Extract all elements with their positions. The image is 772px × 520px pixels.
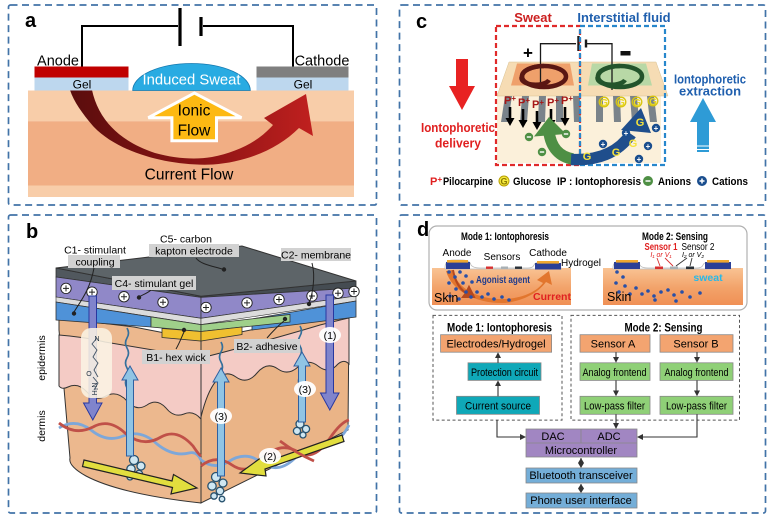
svg-text:coupling: coupling [75,257,114,269]
svg-text:extraction: extraction [679,85,741,99]
svg-text:Gel: Gel [73,78,92,92]
svg-text:Iontophoretic: Iontophoretic [674,73,746,87]
svg-text:G: G [649,97,657,108]
svg-text:Skin: Skin [607,290,631,304]
svg-text:Analog frontend: Analog frontend [583,367,647,379]
svg-text:b: b [26,221,38,243]
svg-text:Cations: Cations [712,176,748,188]
svg-text:DAC: DAC [541,431,564,443]
svg-text:Current Flow: Current Flow [145,167,235,184]
svg-text:G: G [600,98,608,109]
svg-text:(3): (3) [215,411,228,423]
svg-text:Mode 1: Iontophoresis: Mode 1: Iontophoresis [447,323,552,335]
svg-text:Interstitial fluid: Interstitial fluid [577,10,670,25]
svg-text:kapton electrode: kapton electrode [155,246,233,258]
svg-text:Sensor 2: Sensor 2 [682,242,715,253]
svg-text:Sweat: Sweat [514,10,552,25]
svg-text:Agonist agent: Agonist agent [476,275,531,286]
svg-text:ADC: ADC [597,431,620,443]
svg-text:O: O [86,371,92,378]
svg-text:(2): (2) [264,451,277,463]
svg-text:Glucose: Glucose [513,176,551,188]
svg-text:+: + [637,155,642,164]
svg-text:Mode 1: Iontophoresis: Mode 1: Iontophoresis [461,231,549,243]
svg-text:Bluetooth transceiver: Bluetooth transceiver [529,470,633,482]
svg-text:delivery: delivery [435,137,481,151]
svg-text:Cathode: Cathode [295,54,350,70]
svg-text:C5- carbon: C5- carbon [160,234,212,246]
svg-text:H₂N: H₂N [92,383,99,396]
svg-text:(1): (1) [324,330,337,342]
svg-text:B1- hex wick: B1- hex wick [146,352,206,364]
svg-text:+: + [654,124,659,133]
svg-text:C4- stimulant gel: C4- stimulant gel [115,278,194,290]
svg-text:epidermis: epidermis [36,335,48,381]
svg-text:G: G [629,138,638,150]
svg-text:Electrodes/Hydrogel: Electrodes/Hydrogel [446,339,545,351]
svg-text:N: N [94,336,99,343]
svg-text:Mode 2: Sensing: Mode 2: Sensing [642,231,708,243]
svg-text:Current: Current [533,291,571,303]
svg-text:Microcontroller: Microcontroller [545,445,617,457]
svg-text:Hydrogel: Hydrogel [561,258,601,269]
svg-text:G: G [500,177,507,187]
svg-text:B2- adhesive: B2- adhesive [236,341,297,353]
svg-text:G: G [636,117,645,129]
svg-text:C2- membrane: C2- membrane [281,250,351,262]
svg-text:+: + [523,44,533,63]
svg-text:Analog frontend: Analog frontend [665,367,729,379]
svg-text:+: + [624,129,629,138]
svg-text:Sensor A: Sensor A [591,339,636,351]
svg-text:Gel: Gel [294,78,313,92]
svg-text:P+: P+ [430,174,442,188]
svg-text:Low-pass filter: Low-pass filter [584,401,645,413]
svg-text:Flow: Flow [178,123,212,140]
svg-text:c: c [416,11,427,33]
svg-text:+: + [601,140,606,149]
svg-text:Mode 2: Sensing: Mode 2: Sensing [625,323,703,335]
svg-text:Cathode: Cathode [529,248,567,259]
svg-text:I₁ or V₁: I₁ or V₁ [650,252,672,259]
svg-text:Ionic: Ionic [178,103,211,120]
svg-text:G: G [633,98,641,109]
svg-text:d: d [417,219,429,241]
svg-text:Skin: Skin [434,291,458,305]
svg-text:Low-pass filter: Low-pass filter [666,401,727,413]
svg-text:I₂ or V₂: I₂ or V₂ [682,252,704,259]
svg-text:Induced Sweat: Induced Sweat [143,72,242,89]
svg-text:Phone user interface: Phone user interface [530,495,632,507]
svg-text:Protection circuit: Protection circuit [471,367,538,379]
svg-text:Anions: Anions [658,176,691,188]
svg-text:Pilocarpine: Pilocarpine [443,176,493,188]
svg-text:(3): (3) [299,384,312,396]
svg-text:+: + [646,142,651,151]
svg-text:Iontophoretic: Iontophoretic [421,121,495,135]
svg-text:Sensor 1: Sensor 1 [645,242,678,253]
svg-text:Current source: Current source [465,401,531,413]
svg-text:IP : Iontophoresis: IP : Iontophoresis [557,176,641,188]
svg-text:dermis: dermis [36,410,48,442]
svg-text:Anode: Anode [443,248,472,259]
svg-text:G: G [583,151,592,163]
svg-text:Sensors: Sensors [484,252,521,263]
svg-text:sweat: sweat [693,272,723,284]
svg-text:Sensor B: Sensor B [673,339,718,351]
svg-text:Anode: Anode [37,54,79,70]
svg-text:a: a [25,10,37,32]
svg-text:G: G [612,147,621,159]
svg-text:C1- stimulant: C1- stimulant [64,245,126,257]
svg-text:G: G [617,98,625,109]
